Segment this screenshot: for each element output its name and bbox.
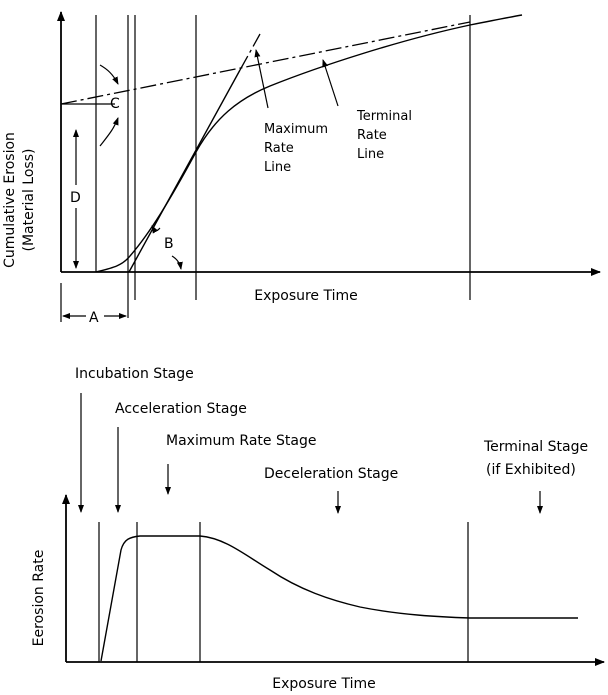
top-axes bbox=[61, 12, 600, 272]
top-y-axis-title-2: (Material Loss) bbox=[21, 149, 37, 252]
max-rate-line-label-3: Line bbox=[264, 160, 291, 175]
cumulative-erosion-curve bbox=[96, 15, 522, 272]
stage-label-maximum-rate: Maximum Rate Stage bbox=[166, 433, 316, 449]
b-arrow-lower bbox=[172, 256, 181, 269]
top-y-axis-title-1: Cumulative Erosion bbox=[2, 132, 18, 268]
label-c: C bbox=[110, 96, 120, 112]
stage-label-terminal: Terminal Stage bbox=[483, 439, 588, 455]
max-rate-line-label-2: Rate bbox=[264, 141, 294, 156]
stage-label-incubation: Incubation Stage bbox=[75, 366, 194, 382]
label-d: D bbox=[70, 190, 81, 206]
cumulative-erosion-diagram: D A C B Maximum Rate Line Terminal Rate … bbox=[2, 12, 600, 326]
max-rate-line-label-1: Maximum bbox=[264, 122, 328, 137]
terminal-rate-line-label-2: Rate bbox=[357, 128, 387, 143]
terminal-rate-line-pointer bbox=[323, 60, 338, 106]
bottom-stage-boundaries bbox=[99, 522, 468, 662]
terminal-rate-line-label-3: Line bbox=[357, 147, 384, 162]
stage-label-deceleration: Deceleration Stage bbox=[264, 466, 398, 482]
bottom-x-axis-title: Exposure Time bbox=[272, 676, 376, 692]
label-a: A bbox=[89, 310, 99, 326]
maximum-rate-line bbox=[129, 70, 240, 272]
c-arrow-lower bbox=[100, 118, 118, 146]
terminal-rate-line-label-1: Terminal bbox=[356, 109, 412, 124]
terminal-rate-line bbox=[61, 22, 470, 104]
erosion-rate-curve bbox=[101, 536, 578, 661]
bottom-y-axis-title: Eerosion Rate bbox=[31, 550, 47, 647]
top-x-axis-title: Exposure Time bbox=[254, 288, 358, 304]
stage-label-acceleration: Acceleration Stage bbox=[115, 401, 247, 417]
c-arrow-upper bbox=[100, 65, 118, 84]
terminal-stage-note: (if Exhibited) bbox=[486, 462, 576, 478]
max-rate-line-pointer bbox=[256, 50, 268, 108]
label-b: B bbox=[164, 236, 174, 252]
erosion-rate-diagram: Incubation Stage Acceleration Stage Maxi… bbox=[31, 366, 604, 692]
